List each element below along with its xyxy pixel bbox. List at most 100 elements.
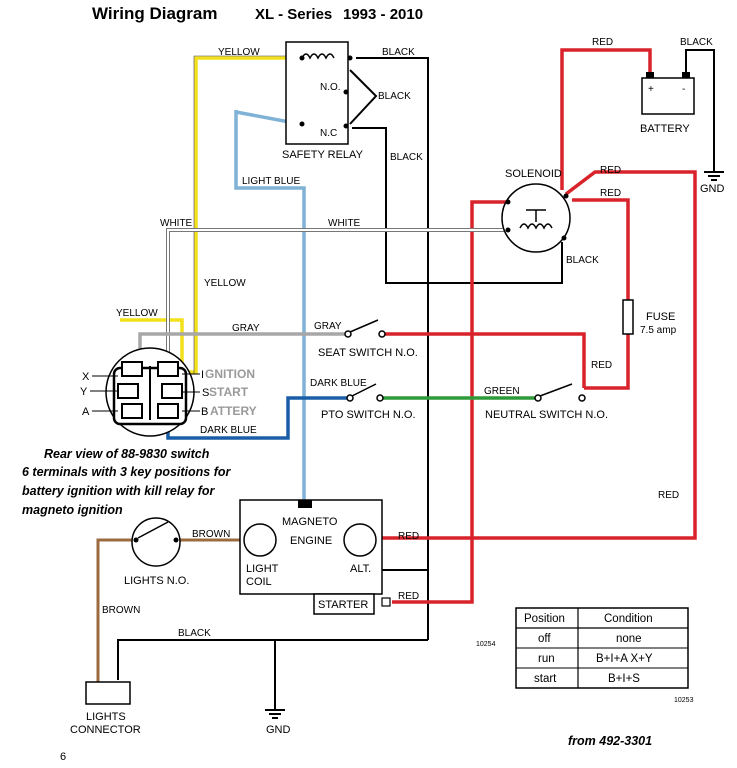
yellow-wires: [120, 56, 300, 374]
battery-plus: +: [648, 84, 654, 95]
gnd-label-battery: GND: [700, 183, 725, 195]
switch-note-line-3: battery ignition with kill relay for: [22, 484, 216, 498]
wire-label-red-fuse: RED: [591, 360, 612, 371]
lights-switch: [131, 517, 181, 567]
diagram-title: Wiring Diagram: [92, 4, 217, 23]
switch-note-line-1: Rear view of 88-9830 switch: [44, 447, 210, 461]
safety-relay: [285, 41, 353, 145]
battery-symbol: [641, 72, 695, 115]
key-terminal-s: S: [202, 387, 209, 399]
wire-label-red-battery: RED: [592, 37, 613, 48]
wire-label-dark-blue-pto: DARK BLUE: [310, 378, 367, 389]
brown-wire: [96, 538, 240, 682]
switch-note-line-2: 6 terminals with 3 key positions for: [22, 465, 232, 479]
pto-switch-label: PTO SWITCH N.O.: [321, 409, 416, 421]
key-terminal-b: B: [201, 406, 208, 418]
diagram-years: 1993 - 2010: [343, 6, 423, 23]
table-row-off-condition: none: [616, 633, 642, 645]
neutral-switch: [534, 383, 586, 402]
battery-label: BATTERY: [640, 123, 690, 135]
wire-label-white-mid: WHITE: [328, 218, 361, 229]
position-table: [515, 607, 689, 689]
gnd-label-bottom: GND: [266, 724, 291, 736]
light-coil-label-1: LIGHT: [246, 563, 279, 575]
neutral-switch-label: NEUTRAL SWITCH N.O.: [485, 409, 608, 421]
pto-switch: [346, 383, 384, 402]
lights-connector-label-2: CONNECTOR: [70, 724, 141, 736]
seat-switch: [344, 319, 386, 338]
magneto-label: MAGNETO: [282, 516, 338, 528]
wire-label-black-mid: BLACK: [390, 152, 423, 163]
fuse-label: FUSE: [646, 311, 675, 323]
table-header-position: Position: [524, 613, 565, 625]
key-start-label: START: [209, 385, 249, 399]
table-row-start-condition: B+I+S: [608, 673, 640, 685]
starter-label: STARTER: [318, 599, 368, 611]
table-row-run-condition: B+I+A X+Y: [596, 653, 653, 665]
lights-connector-label-1: LIGHTS: [86, 711, 126, 723]
ref-number-1: 10254: [476, 641, 496, 648]
switch-note-line-4: magneto ignition: [22, 503, 123, 517]
wire-label-black-relay: BLACK: [378, 91, 411, 102]
table-row-start-position: start: [534, 673, 557, 685]
lights-connector-symbol: [85, 681, 131, 705]
wire-label-light-blue: LIGHT BLUE: [242, 176, 300, 187]
key-terminal-leaders: [90, 373, 200, 412]
wire-label-red-alt: RED: [398, 531, 419, 542]
wire-label-gray-2: GRAY: [314, 321, 342, 332]
engine-label: ENGINE: [290, 535, 332, 547]
wire-label-black-solenoid: BLACK: [566, 255, 599, 266]
wire-label-white-left: WHITE: [160, 218, 193, 229]
wire-label-yellow-mid: YELLOW: [204, 278, 246, 289]
engine-box: [239, 499, 391, 615]
wire-label-red-starter: RED: [398, 591, 419, 602]
fuse-rating: 7.5 amp: [640, 325, 677, 336]
wire-label-yellow-top: YELLOW: [218, 47, 260, 58]
red-wires: [382, 48, 697, 604]
wire-label-black-battery: BLACK: [680, 37, 713, 48]
ground-symbol-battery: [704, 171, 724, 181]
source-reference: from 492-3301: [568, 734, 652, 748]
battery-minus: -: [682, 84, 685, 95]
wire-label-yellow-key: YELLOW: [116, 308, 158, 319]
alt-label: ALT.: [350, 563, 371, 575]
solenoid-label: SOLENOID: [505, 168, 562, 180]
key-terminal-x: X: [82, 371, 90, 383]
solenoid-symbol: [501, 183, 571, 253]
ground-symbol-bottom: [265, 709, 285, 719]
wire-label-red-solenoid-2: RED: [600, 188, 621, 199]
light-coil-label-2: COIL: [246, 576, 272, 588]
key-terminal-a: A: [82, 406, 90, 418]
key-terminal-i: I: [201, 369, 204, 381]
table-header-condition: Condition: [604, 613, 653, 625]
key-ignition-label: GNITION: [205, 367, 255, 381]
black-wires: [117, 49, 715, 710]
seat-switch-label: SEAT SWITCH N.O.: [318, 347, 418, 359]
table-row-run-position: run: [538, 653, 555, 665]
fuse-symbol: [622, 299, 634, 335]
safety-relay-label: SAFETY RELAY: [282, 149, 364, 161]
ref-number-2: 10253: [674, 697, 694, 704]
relay-no-label: N.O.: [320, 82, 341, 93]
relay-nc-label: N.C: [320, 128, 337, 139]
key-switch: [105, 347, 195, 437]
wire-label-brown-top: BROWN: [192, 529, 230, 540]
wire-label-brown-vertical: BROWN: [102, 605, 140, 616]
diagram-series: XL - Series: [255, 6, 332, 23]
page-number: 6: [60, 751, 66, 763]
light-blue-wire: [234, 110, 306, 500]
yellow-wire-outline: [193, 55, 300, 374]
wire-label-red-right: RED: [658, 490, 679, 501]
lights-switch-label: LIGHTS N.O.: [124, 575, 189, 587]
wire-label-red-solenoid-1: RED: [600, 165, 621, 176]
wire-label-green: GREEN: [484, 386, 520, 397]
key-terminal-y: Y: [80, 386, 88, 398]
white-wire: [166, 228, 508, 372]
wire-label-black-top: BLACK: [382, 47, 415, 58]
table-row-off-position: off: [538, 633, 551, 645]
wire-label-gray-1: GRAY: [232, 323, 260, 334]
key-battery-label: ATTERY: [210, 404, 257, 418]
wire-label-black-bottom: BLACK: [178, 628, 211, 639]
wire-label-dark-blue-key: DARK BLUE: [200, 425, 257, 436]
